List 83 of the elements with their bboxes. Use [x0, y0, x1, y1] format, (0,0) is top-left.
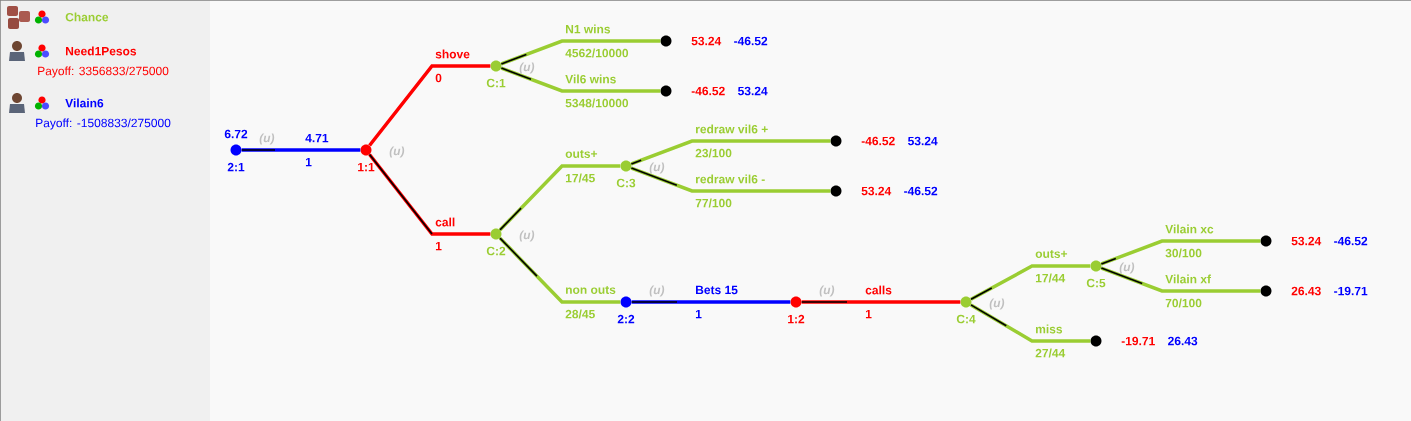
branch-line	[368, 64, 491, 147]
probability-label: 27/44	[1035, 348, 1066, 358]
payoff-value: -19.71	[1334, 286, 1368, 296]
player-label: Payoff: -1508833/275000	[36, 118, 171, 130]
action-label: Vilain xf	[1165, 274, 1211, 284]
info-set-label: (u)	[649, 162, 665, 174]
info-set-label: (u)	[519, 62, 535, 74]
payoff-value: -46.52	[861, 136, 895, 146]
action-label: non outs	[566, 286, 616, 294]
probability-label: 17/45	[565, 173, 595, 183]
payoff-value: -46.52	[691, 86, 725, 96]
node-id: 1:1	[358, 162, 375, 172]
probability-label: 23/100	[695, 148, 732, 158]
action-label: outs+	[565, 150, 598, 158]
payoff-value: 53.24	[861, 186, 892, 196]
probability-label: 1	[695, 309, 702, 319]
branch-line	[500, 39, 661, 66]
payoff-value: -46.52	[1334, 236, 1368, 246]
node-id: C:5	[1086, 278, 1106, 288]
branch-line	[1100, 266, 1261, 293]
info-set-label: (u)	[819, 285, 835, 297]
info-set-label: (u)	[259, 133, 275, 145]
payoff-value: 26.43	[1168, 336, 1198, 346]
branch-line	[970, 303, 1091, 343]
payoff-value: 53.24	[738, 86, 768, 96]
player-label: Vilain6	[65, 98, 104, 108]
payoff-value: -19.71	[1121, 336, 1155, 346]
payoff-value: 53.24	[1291, 236, 1322, 246]
node-id: C:3	[616, 178, 636, 188]
branch-line	[1100, 239, 1261, 266]
action-label: calls	[865, 285, 892, 295]
probability-label: 1	[865, 309, 872, 319]
probability-label: 1	[435, 241, 442, 251]
info-set-label: (u)	[649, 285, 665, 297]
action-label: Vilain xc	[1165, 224, 1214, 234]
action-label: miss	[1036, 324, 1063, 334]
branch-line	[970, 264, 1091, 301]
action-label: shove	[435, 49, 470, 59]
action-label: 4.71	[305, 133, 329, 143]
player-label: Need1Pesos	[66, 46, 137, 56]
node-id: 1:2	[788, 314, 805, 324]
branch-line	[498, 236, 621, 304]
action-label: redraw vil6 -	[696, 174, 765, 184]
payoff-value: 53.24	[691, 36, 722, 46]
node-id: C:1	[486, 78, 506, 88]
action-label: N1 wins	[566, 24, 611, 34]
branch-line	[500, 66, 661, 93]
info-set-label: (u)	[519, 230, 535, 242]
probability-label: 28/45	[565, 309, 595, 319]
player-label: Chance	[65, 12, 109, 22]
node-id: 2:1	[227, 162, 245, 172]
node-id: C:2	[486, 246, 506, 256]
action-label: redraw vil6 +	[696, 124, 768, 134]
branch-line	[630, 139, 831, 166]
action-label: outs+	[1035, 250, 1068, 258]
probability-label: 4562/10000	[565, 48, 629, 58]
node-id: C:4	[956, 314, 976, 324]
probability-label: 0	[435, 73, 442, 83]
branch-line	[368, 153, 491, 236]
branch-line	[630, 166, 831, 193]
probability-label: 30/100	[1165, 248, 1202, 258]
probability-label: 1	[305, 157, 312, 167]
branch-line	[801, 300, 961, 304]
action-label: Bets 15	[696, 285, 738, 295]
action-label: Vil6 wins	[565, 74, 616, 84]
payoff-value: -46.52	[734, 36, 768, 46]
payoff-value: 26.43	[1291, 286, 1321, 296]
player-label: Payoff: 3356833/275000	[38, 66, 169, 78]
branch-line	[241, 148, 361, 152]
info-set-label: (u)	[389, 146, 405, 158]
probability-label: 5348/10000	[565, 98, 629, 108]
node-value: 6.72	[224, 129, 248, 139]
payoff-value: 53.24	[908, 136, 938, 146]
info-set-label: (u)	[989, 298, 1005, 310]
branch-line	[631, 300, 791, 304]
node-id: 2:2	[617, 314, 635, 324]
probability-label: 17/44	[1035, 273, 1066, 283]
branch-line	[498, 164, 621, 232]
probability-label: 77/100	[695, 198, 732, 208]
probability-label: 70/100	[1165, 298, 1202, 308]
payoff-value: -46.52	[904, 186, 938, 196]
action-label: call	[435, 217, 455, 227]
info-set-label: (u)	[1119, 262, 1135, 274]
